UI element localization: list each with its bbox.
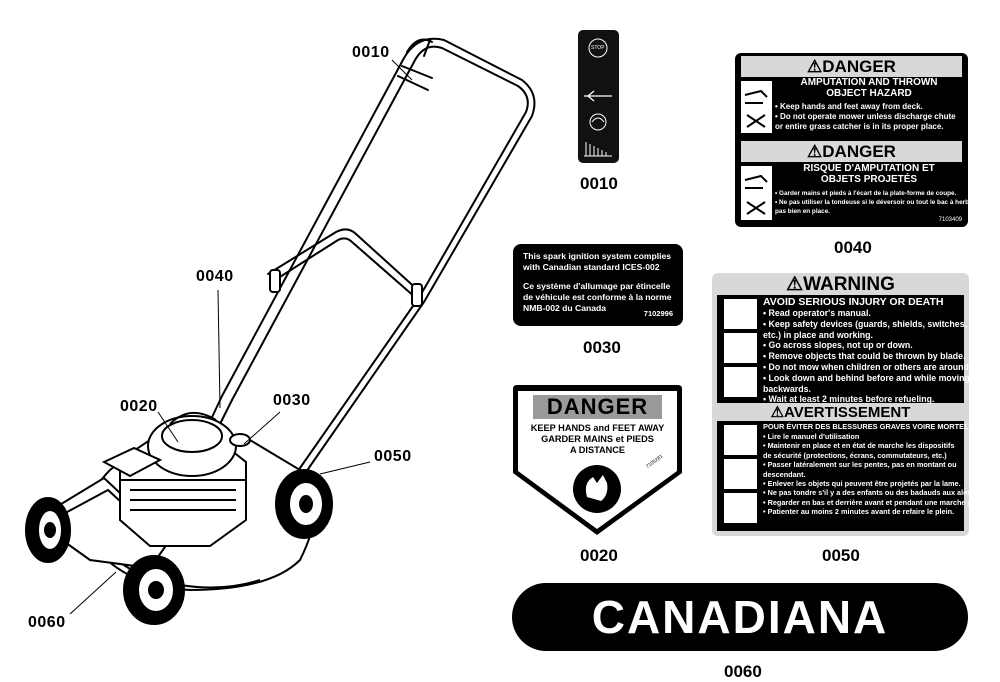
warning-header-fr: ⚠AVERTISSEMENT — [770, 404, 911, 421]
danger-sub-en-1: AMPUTATION AND THROWN — [800, 77, 938, 88]
thrown-object-icon — [740, 165, 773, 221]
danger-sub-en-2: OBJECT HAZARD — [826, 88, 912, 99]
label-logo: 0060 — [724, 662, 762, 681]
danger-decal-large: ⚠DANGER AMPUTATION AND THROWN OBJECT HAZ… — [735, 53, 973, 227]
danger-header-en: ⚠DANGER — [741, 56, 962, 77]
danger-code: 7103409 — [938, 217, 962, 223]
spark-line-1: This spark ignition system complies — [523, 251, 672, 261]
manual-icon — [724, 299, 757, 329]
warning-title-fr: POUR ÉVITER DES BLESSURES GRAVES VOIRE M… — [763, 422, 983, 431]
callout-handle: 0010 — [352, 44, 390, 61]
label-danger-small: 0020 — [580, 546, 618, 565]
warning-panel-fr: POUR ÉVITER DES BLESSURES GRAVES VOIRE M… — [717, 421, 992, 531]
danger-small-header: DANGER — [546, 394, 649, 419]
logo-text: CANADIANA — [592, 591, 889, 643]
stop-symbol-text: STOP — [591, 45, 605, 51]
danger-sub-fr-2: OBJETS PROJETÉS — [820, 174, 918, 185]
throttle-decal: STOP — [578, 30, 619, 163]
spark-line-5: NMB-002 du Canada — [523, 303, 607, 313]
warning-lines-en: • Read operator's manual. • Keep safety … — [763, 308, 972, 405]
callout-engine-left: 0020 — [120, 398, 158, 415]
label-throttle: 0010 — [580, 174, 618, 193]
spark-code: 7102996 — [643, 309, 673, 318]
no-children-icon-fr — [724, 459, 757, 489]
callout-engine-right: 0030 — [273, 392, 311, 409]
danger-small-line3: A DISTANCE — [569, 445, 626, 455]
label-warning: 0050 — [822, 546, 860, 565]
danger-lines-en: • Keep hands and feet away from deck. • … — [775, 102, 956, 131]
lawn-mower-drawing — [25, 37, 536, 625]
canadiana-logo: CANADIANA — [512, 583, 968, 651]
manual-icon-fr — [724, 425, 757, 455]
warning-lines-fr: • Lire le manuel d'utilisation • Mainten… — [763, 432, 993, 517]
no-children-icon — [724, 333, 757, 363]
warning-panel-en: AVOID SERIOUS INJURY OR DEATH • Read ope… — [717, 295, 971, 404]
spark-line-2: with Canadian standard ICES-002 — [523, 262, 660, 272]
slope-icon — [724, 367, 757, 397]
callout-deck: 0060 — [28, 614, 66, 631]
spark-ignition-decal: This spark ignition system complies with… — [513, 244, 683, 326]
warning-header-en: ⚠WARNING — [786, 274, 895, 295]
hand-hazard-icon — [740, 80, 773, 134]
danger-decal-small: DANGER KEEP HANDS and FEET AWAY GARDER M… — [509, 383, 686, 537]
warning-title-en: AVOID SERIOUS INJURY OR DEATH — [763, 296, 944, 308]
spark-line-4: de véhicule est conforme à la norme — [523, 292, 672, 302]
spark-line-3: Ce système d'allumage par étincelle — [523, 281, 671, 291]
danger-sub-fr-1: RISQUE D'AMPUTATION ET — [803, 163, 935, 174]
slope-icon-fr — [724, 493, 757, 523]
label-spark: 0030 — [583, 338, 621, 357]
danger-header-fr: ⚠DANGER — [741, 141, 962, 162]
callout-engine-label: 0040 — [196, 268, 234, 285]
warning-decal: ⚠WARNING AVOID SERIOUS INJURY OR DEATH •… — [712, 273, 992, 536]
label-danger-decal: 0040 — [834, 238, 872, 257]
danger-lines-fr: • Garder mains et pieds à l'écart de la … — [775, 190, 973, 215]
danger-small-line2: GARDER MAINS et PIEDS — [541, 434, 654, 444]
danger-small-line1: KEEP HANDS and FEET AWAY — [530, 423, 665, 433]
callout-wheel-right: 0050 — [374, 448, 412, 465]
